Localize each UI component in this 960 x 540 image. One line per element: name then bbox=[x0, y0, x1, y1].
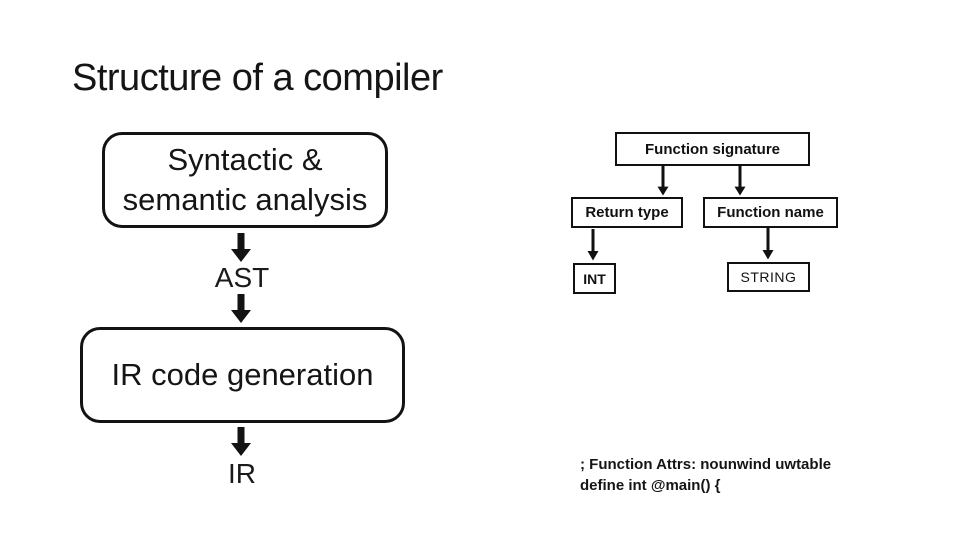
ast-label: AST bbox=[214, 262, 270, 293]
arrow-down-icon bbox=[762, 228, 774, 260]
function-name-label: Function name bbox=[717, 204, 824, 221]
arrow-down-icon bbox=[734, 166, 746, 196]
ir-code-generation-box: IR code generation bbox=[80, 327, 405, 423]
string-label: STRING bbox=[740, 269, 797, 285]
int-label: INT bbox=[583, 270, 606, 287]
arrow-down-icon bbox=[587, 229, 599, 261]
arrow-down-icon bbox=[657, 166, 669, 196]
syntactic-semantic-line1: Syntactic & bbox=[167, 142, 323, 177]
function-signature-box: Function signature bbox=[615, 132, 810, 166]
ir-code-generation-label: IR code generation bbox=[111, 357, 374, 392]
int-box: INT bbox=[573, 263, 616, 294]
arrow-down-icon bbox=[231, 427, 251, 456]
return-type-label: Return type bbox=[585, 204, 669, 221]
return-type-box: Return type bbox=[571, 197, 683, 228]
arrow-down-icon bbox=[231, 294, 251, 323]
code-line-2: define int @main() { bbox=[580, 477, 721, 494]
code-snippet: ; Function Attrs: nounwind uwtable defin… bbox=[580, 454, 831, 496]
syntactic-semantic-line2: semantic analysis bbox=[122, 182, 368, 217]
function-signature-label: Function signature bbox=[645, 140, 780, 158]
code-line-1: ; Function Attrs: nounwind uwtable bbox=[580, 456, 832, 473]
ir-label: IR bbox=[228, 458, 256, 489]
string-box: STRING bbox=[727, 262, 810, 292]
arrow-down-icon bbox=[231, 233, 251, 262]
syntactic-semantic-box: Syntactic & semantic analysis bbox=[102, 132, 388, 228]
function-name-box: Function name bbox=[703, 197, 838, 228]
slide-title: Structure of a compiler bbox=[72, 57, 443, 99]
